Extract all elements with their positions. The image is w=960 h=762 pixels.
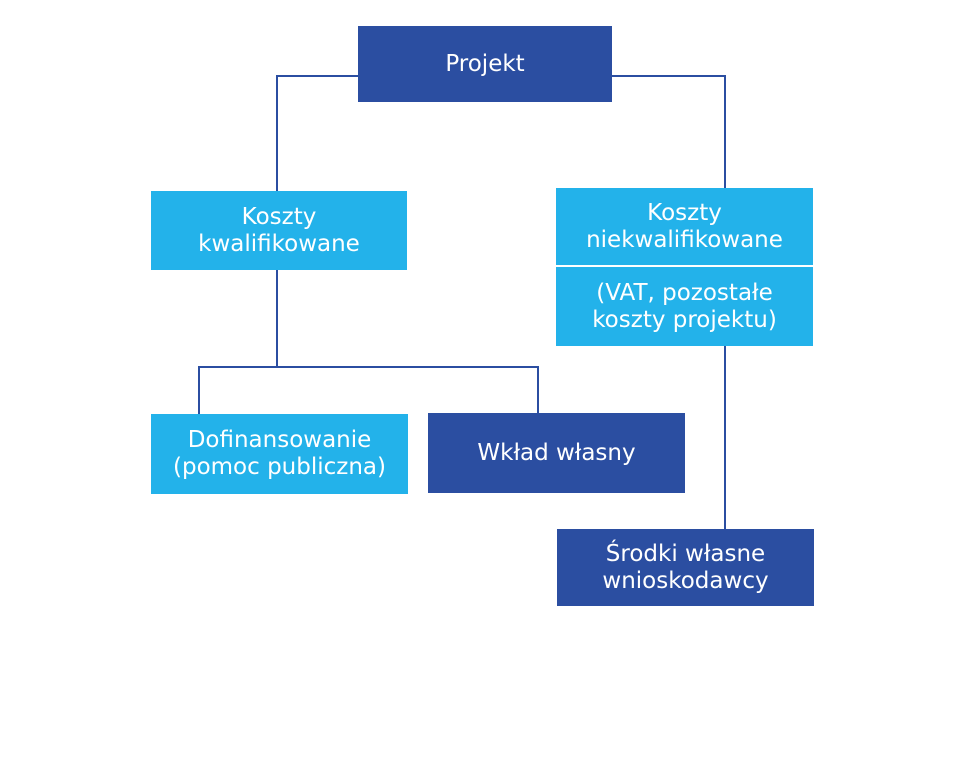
connector-root-to-eligible-horizontal [276,75,360,77]
project-label: Projekt [445,50,525,77]
project-box: Projekt [358,26,612,102]
connector-branch-to-own-contribution [537,366,539,413]
applicant-funds-label-line1: Środki własne [605,540,766,567]
ineligible-costs-label-line1: Koszty [647,199,722,226]
ineligible-costs-label-line2: niekwalifikowane [586,226,783,253]
connector-eligible-down [276,270,278,368]
connector-root-to-eligible-vertical [276,75,278,191]
connector-ineligible-to-applicant-funds [724,346,726,529]
applicant-funds-box: Środki własne wnioskodawcy [557,529,814,606]
eligible-costs-label-line2: kwalifikowane [198,230,360,257]
connector-branch-to-cofinancing [198,366,200,414]
cofinancing-label-line1: Dofinansowanie [187,427,372,453]
cofinancing-label-line2: (pomoc publiczna) [173,454,386,480]
ineligible-costs-detail-line1: (VAT, pozostałe [596,279,773,306]
eligible-costs-label-line1: Koszty [241,203,317,230]
ineligible-costs-detail: (VAT, pozostałe koszty projektu) [556,267,813,346]
own-contribution-box: Wkład własny [428,413,685,493]
ineligible-costs-header: Koszty niekwalifikowane [556,188,813,267]
ineligible-costs-detail-line2: koszty projektu) [592,306,777,333]
eligible-costs-box: Koszty kwalifikowane [151,191,407,270]
cofinancing-box: Dofinansowanie (pomoc publiczna) [151,414,408,494]
applicant-funds-label-line2: wnioskodawcy [602,567,769,594]
connector-root-to-ineligible-horizontal [610,75,726,77]
own-contribution-label: Wkład własny [477,439,636,466]
connector-root-to-ineligible-vertical [724,75,726,188]
connector-eligible-branch-horizontal [198,366,539,368]
ineligible-costs-box: Koszty niekwalifikowane (VAT, pozostałe … [556,188,813,346]
